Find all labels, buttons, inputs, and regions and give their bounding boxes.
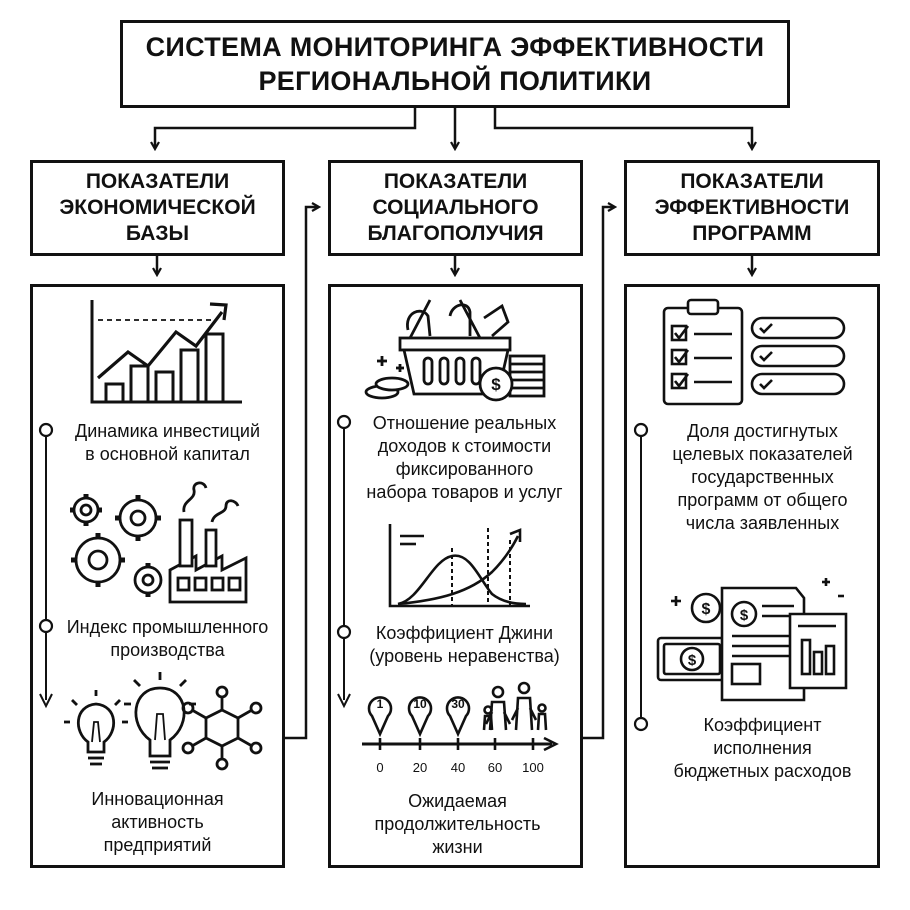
distribution-curve-icon: [388, 524, 530, 608]
label-line: бюджетных расходов: [673, 761, 852, 781]
svg-text:$: $: [491, 375, 501, 394]
label-line: жизни: [432, 837, 483, 857]
title-connectors: [155, 108, 752, 148]
bullet-point: [38, 422, 54, 438]
family-timeline-icon: [362, 681, 559, 752]
label-line: Доля достигнутых: [687, 421, 838, 441]
label-line: продолжительность: [374, 814, 541, 834]
indicator-real-income-ratio: Отношение реальных доходов к стоимости ф…: [352, 412, 577, 504]
timeline-marker-label: 10: [413, 697, 427, 711]
arrow-economic-to-social: [285, 207, 318, 740]
timeline-marker-label: 30: [451, 697, 465, 711]
column-header-social: ПОКАЗАТЕЛИ СОЦИАЛЬНОГО БЛАГОПОЛУЧИЯ: [328, 160, 583, 256]
indicator-investment-dynamics: Динамика инвестиций в основной капитал: [55, 420, 280, 466]
label-line: активность: [111, 812, 204, 832]
label-line: предприятий: [103, 835, 212, 855]
label-line: в основной капитал: [85, 444, 250, 464]
budget-documents-icon: $ $ $: [656, 578, 848, 702]
header-line: СОЦИАЛЬНОГО: [372, 196, 539, 219]
label-line: числа заявленных: [685, 513, 840, 533]
timeline-marker-label: 1: [376, 697, 384, 711]
indicator-innovation-activity: Инновационная активность предприятий: [40, 788, 275, 857]
indicator-gini-coefficient: Коэффициент Джини (уровень неравенства): [352, 622, 577, 668]
arrow-to-programs: [493, 108, 752, 148]
label-line: Динамика инвестиций: [75, 421, 260, 441]
svg-text:$: $: [702, 601, 711, 618]
lightbulb-network-icon: [64, 672, 263, 771]
bullet-point: [633, 716, 649, 732]
label-line: государственных: [691, 467, 834, 487]
bullet-point: [633, 422, 649, 438]
label-line: Коэффициент Джини: [375, 623, 554, 643]
social-timeline: [337, 424, 351, 709]
header-line: ПОКАЗАТЕЛИ: [85, 170, 230, 193]
label-line: Коэффициент: [703, 715, 822, 735]
label-line: Отношение реальных: [372, 413, 557, 433]
header-line: БАЗЫ: [125, 222, 190, 245]
factory-gears-icon: [70, 481, 248, 604]
svg-text:$: $: [740, 607, 749, 624]
timeline-tick-label: 0: [376, 760, 384, 775]
bullet-point: [336, 414, 352, 430]
header-line: ПОКАЗАТЕЛИ: [383, 170, 528, 193]
label-line: Индекс промышленного: [66, 617, 269, 637]
cross-column-connectors: [285, 207, 614, 740]
checklist-clipboard-icon: [662, 298, 846, 406]
diagram-title-line-2: РЕГИОНАЛЬНОЙ ПОЛИТИКИ: [258, 66, 652, 96]
label-line: фиксированного: [395, 459, 534, 479]
column-header-economic: ПОКАЗАТЕЛИ ЭКОНОМИЧЕСКОЙ БАЗЫ: [30, 160, 285, 256]
header-body-connectors: [157, 256, 752, 274]
diagram-title-line-1: СИСТЕМА МОНИТОРИНГА ЭФФЕКТИВНОСТИ: [145, 32, 765, 62]
bullet-point: [336, 624, 352, 640]
timeline-tick-label: 40: [450, 760, 466, 775]
header-line: ЭФФЕКТИВНОСТИ: [654, 196, 850, 219]
header-line: ЭКОНОМИЧЕСКОЙ: [59, 196, 256, 219]
shopping-basket-coins-icon: $: [364, 299, 546, 402]
indicator-targets-achieved-share: Доля достигнутых целевых показателей гос…: [650, 420, 875, 535]
timeline-tick-label: 100: [522, 760, 544, 775]
diagram-title-box: СИСТЕМА МОНИТОРИНГА ЭФФЕКТИВНОСТИ РЕГИОН…: [120, 20, 790, 108]
header-line: ПОКАЗАТЕЛИ: [680, 170, 824, 193]
label-line: Инновационная: [91, 789, 224, 809]
label-line: производства: [110, 640, 225, 660]
label-line: доходов к стоимости: [377, 436, 552, 456]
arrow-social-to-programs: [583, 207, 614, 740]
arrow-to-economic: [155, 108, 417, 148]
timeline-tick-label: 60: [487, 760, 503, 775]
label-line: целевых показателей: [672, 444, 853, 464]
header-line: БЛАГОПОЛУЧИЯ: [367, 222, 544, 245]
header-line: ПРОГРАММ: [692, 222, 812, 245]
bullet-point: [38, 618, 54, 634]
bar-chart-growth-icon: [90, 300, 242, 404]
column-header-programs: ПОКАЗАТЕЛИ ЭФФЕКТИВНОСТИ ПРОГРАММ: [624, 160, 880, 256]
label-line: набора товаров и услуг: [366, 482, 563, 502]
label-line: программ от общего: [677, 490, 848, 510]
economic-timeline: [39, 432, 53, 709]
indicator-life-expectancy: Ожидаемая продолжительность жизни: [340, 790, 575, 859]
indicator-industrial-index: Индекс промышленного производства: [55, 616, 280, 662]
label-line: (уровень неравенства): [369, 646, 560, 666]
label-line: Ожидаемая: [408, 791, 507, 811]
label-line: исполнения: [713, 738, 812, 758]
indicator-budget-execution: Коэффициент исполнения бюджетных расходо…: [650, 714, 875, 783]
timeline-tick-label: 20: [412, 760, 428, 775]
svg-text:$: $: [688, 652, 697, 669]
